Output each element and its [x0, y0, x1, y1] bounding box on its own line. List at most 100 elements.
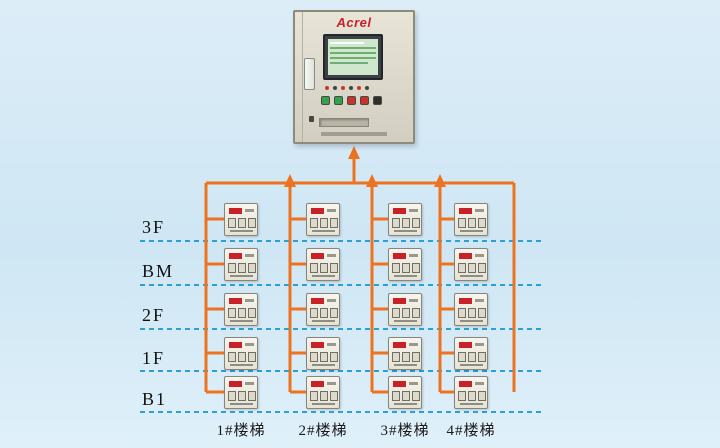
module-red-label [229, 342, 242, 348]
monitor-module-f3-s3 [388, 293, 422, 326]
module-text-line [327, 343, 336, 346]
module-slot [460, 403, 483, 405]
floor-label-2f: 2F [142, 305, 166, 325]
module-red-label [459, 381, 472, 387]
monitor-module-f1-s4 [454, 203, 488, 236]
monitor-module-f4-s3 [388, 337, 422, 370]
module-red-label [229, 208, 242, 214]
module-slot [312, 403, 335, 405]
stair-label-1: 1#楼梯 [216, 423, 266, 439]
module-text-line [245, 299, 254, 302]
monitor-module-f4-s2 [306, 337, 340, 370]
module-text-line [409, 343, 418, 346]
green-button [334, 96, 343, 105]
control-buttons [321, 96, 382, 105]
module-slot [230, 275, 253, 277]
floor-label-3f: 3F [142, 217, 166, 237]
module-terminals [458, 352, 486, 362]
module-red-label [393, 208, 406, 214]
module-red-label [459, 298, 472, 304]
module-terminals [392, 352, 420, 362]
module-text-line [327, 299, 336, 302]
monitor-module-f1-s1 [224, 203, 258, 236]
module-terminals [228, 352, 256, 362]
stair-label-4: 4#楼梯 [446, 423, 496, 439]
module-terminals [228, 308, 256, 318]
module-text-line [245, 382, 254, 385]
monitor-module-f5-s3 [388, 376, 422, 409]
module-terminals [458, 263, 486, 273]
module-slot [394, 364, 417, 366]
red-button [360, 96, 369, 105]
monitor-module-f5-s2 [306, 376, 340, 409]
monitor-module-f5-s1 [224, 376, 258, 409]
module-text-line [327, 382, 336, 385]
module-slot [230, 364, 253, 366]
module-slot [394, 275, 417, 277]
black-button [373, 96, 382, 105]
green-button [321, 96, 330, 105]
nameplate-text-strip [321, 132, 387, 136]
monitor-module-f5-s4 [454, 376, 488, 409]
module-red-label [311, 253, 324, 259]
bus-lines [204, 157, 516, 394]
cabinet-door-seam [302, 12, 303, 142]
monitor-module-f3-s4 [454, 293, 488, 326]
module-terminals [228, 263, 256, 273]
module-text-line [409, 299, 418, 302]
module-slot [312, 364, 335, 366]
module-terminals [228, 391, 256, 401]
module-terminals [310, 352, 338, 362]
module-terminals [310, 218, 338, 228]
module-terminals [310, 308, 338, 318]
module-slot [312, 320, 335, 322]
module-terminals [392, 218, 420, 228]
module-red-label [311, 342, 324, 348]
module-red-label [229, 298, 242, 304]
module-red-label [459, 208, 472, 214]
bus-arrowheads [284, 146, 446, 187]
module-slot [230, 230, 253, 232]
monitor-module-f4-s1 [224, 337, 258, 370]
control-cabinet: Acrel [293, 10, 415, 144]
module-slot [230, 320, 253, 322]
module-red-label [229, 253, 242, 259]
screen-content [328, 39, 378, 75]
module-text-line [245, 209, 254, 212]
module-text-line [475, 209, 484, 212]
floor-label-bm: BM [142, 261, 175, 281]
module-slot [394, 403, 417, 405]
monitor-module-f1-s2 [306, 203, 340, 236]
cabinet-display-screen [323, 34, 383, 80]
module-text-line [409, 382, 418, 385]
module-red-label [459, 253, 472, 259]
module-slot [460, 230, 483, 232]
monitor-module-f1-s3 [388, 203, 422, 236]
module-red-label [393, 381, 406, 387]
module-red-label [311, 298, 324, 304]
monitor-module-f4-s4 [454, 337, 488, 370]
stair-label-2: 2#楼梯 [298, 423, 348, 439]
module-text-line [475, 382, 484, 385]
module-terminals [392, 391, 420, 401]
indicator-tube [304, 58, 315, 90]
module-terminals [392, 263, 420, 273]
floor-divider-line [140, 411, 545, 413]
red-button [347, 96, 356, 105]
module-slot [460, 275, 483, 277]
module-text-line [475, 343, 484, 346]
module-terminals [458, 218, 486, 228]
module-slot [394, 230, 417, 232]
monitor-module-f2-s3 [388, 248, 422, 281]
module-text-line [245, 343, 254, 346]
module-terminals [310, 263, 338, 273]
monitor-module-f3-s2 [306, 293, 340, 326]
floor-divider-line [140, 284, 545, 286]
monitor-module-f2-s1 [224, 248, 258, 281]
module-red-label [229, 381, 242, 387]
keyhole-icon [309, 116, 314, 122]
module-terminals [310, 391, 338, 401]
module-text-line [245, 254, 254, 257]
